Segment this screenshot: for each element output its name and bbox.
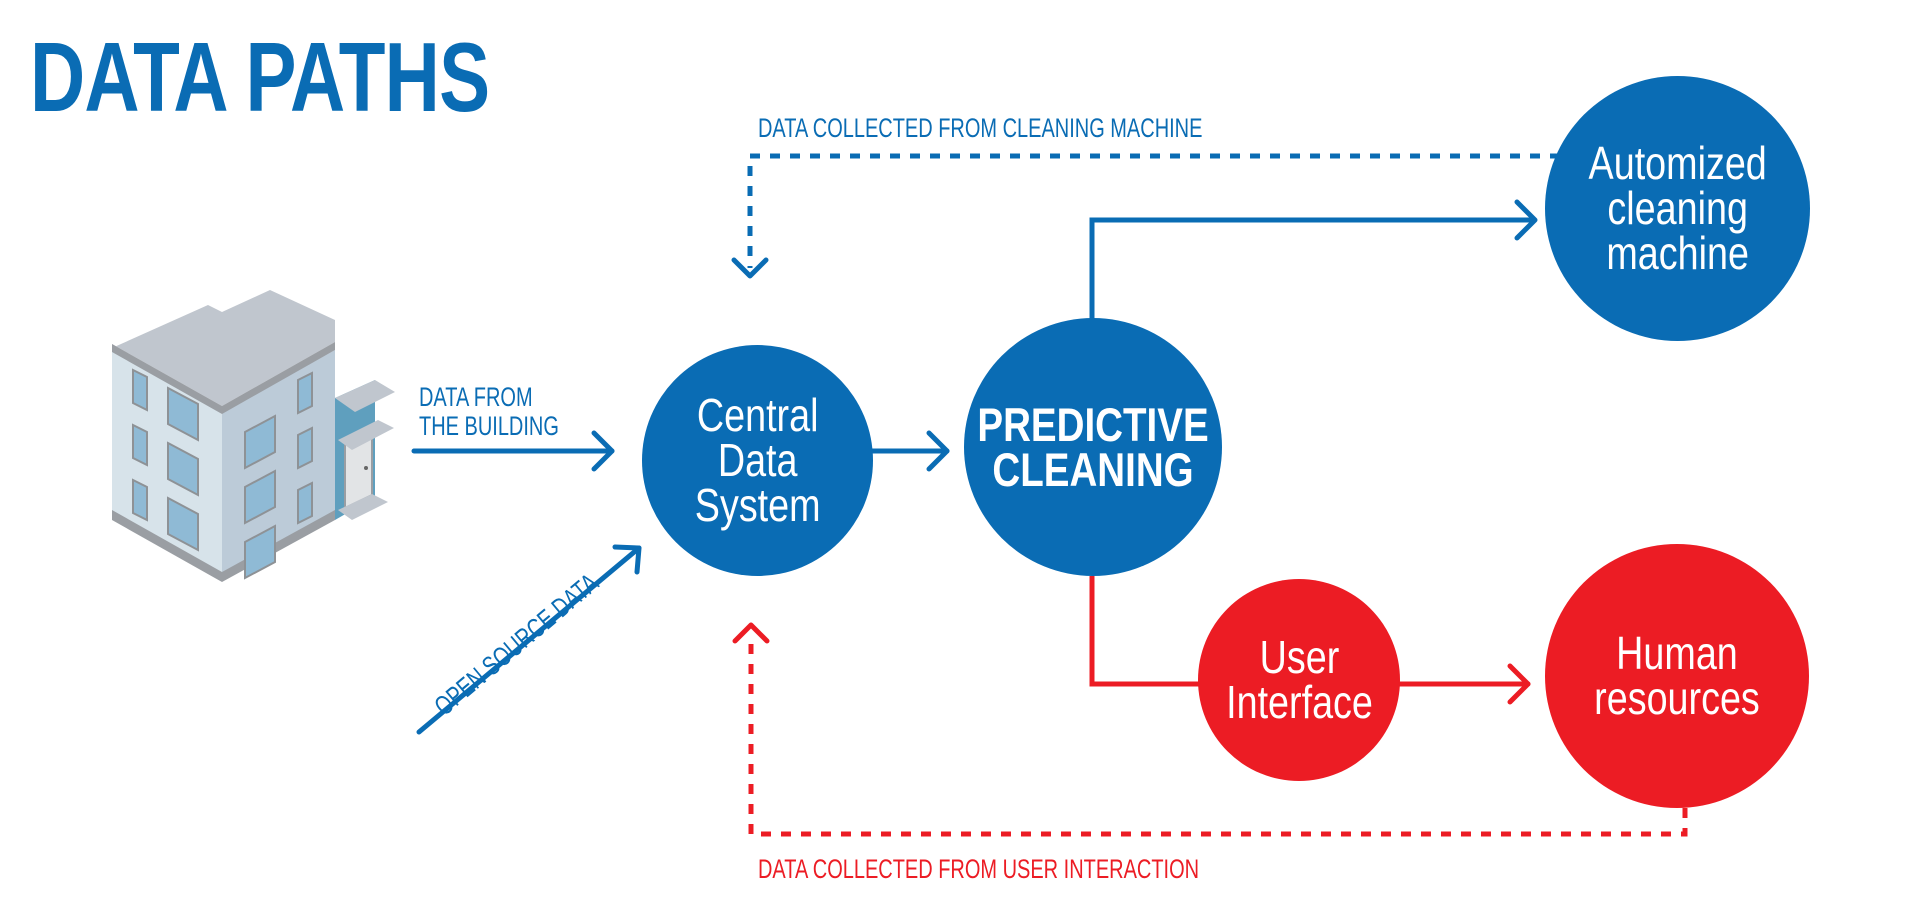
node-central-label: Central Data System (694, 389, 821, 531)
label-data-from-user-interaction: DATA COLLECTED FROM USER INTERACTION (758, 854, 1200, 884)
arrow-predictive-to-ui (1089, 576, 1200, 687)
node-predictive-cleaning[interactable]: PREDICTIVE CLEANING (964, 318, 1222, 576)
dashed-feedback-from-machine (731, 153, 1560, 279)
node-machine-label: Automized cleaning machine (1588, 137, 1767, 279)
arrow-building-to-central (411, 430, 615, 472)
arrow-central-to-predictive (865, 430, 950, 472)
arrow-open-source-to-central (416, 544, 642, 735)
node-hr-label: Human resources (1594, 627, 1760, 724)
label-data-from-building-line2: THE BUILDING (419, 411, 559, 441)
node-ui-label: User Interface (1225, 631, 1373, 728)
node-human-resources[interactable]: Human resources (1545, 544, 1809, 808)
page-title: DATA PATHS (30, 22, 490, 132)
label-data-from-building-line1: DATA FROM (419, 382, 533, 412)
arrow-ui-to-hr (1395, 663, 1531, 705)
label-data-from-cleaning-machine: DATA COLLECTED FROM CLEANING MACHINE (758, 113, 1203, 143)
building-icon (112, 290, 395, 582)
node-predictive-label: PREDICTIVE CLEANING (977, 398, 1209, 496)
node-central-data-system[interactable]: Central Data System (642, 345, 873, 576)
arrow-predictive-to-machine (1089, 199, 1538, 320)
dashed-feedback-from-user (732, 622, 1688, 837)
node-user-interface[interactable]: User Interface (1198, 579, 1400, 781)
node-automized-cleaning-machine[interactable]: Automized cleaning machine (1545, 76, 1810, 341)
